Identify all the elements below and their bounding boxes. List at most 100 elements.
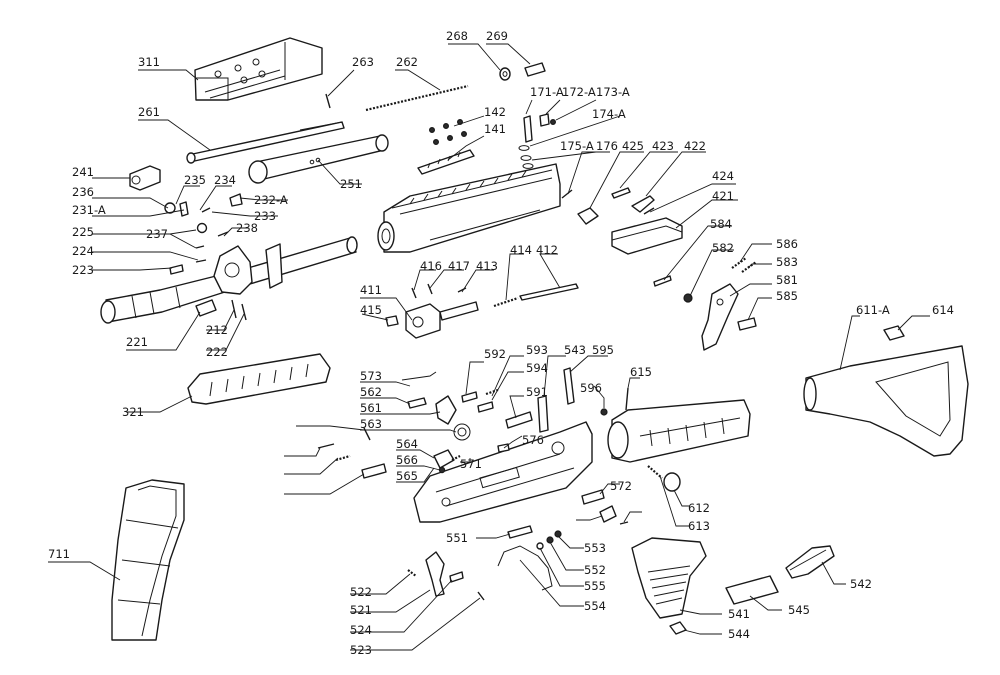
part-543-screw — [537, 395, 549, 433]
callout-581: 581 — [776, 273, 798, 287]
callout-142: 142 — [484, 105, 506, 119]
callout-423: 423 — [652, 139, 674, 153]
callout-223: 223 — [72, 263, 94, 277]
part-584-pin — [653, 275, 672, 287]
callout-261: 261 — [138, 105, 160, 119]
callout-413: 413 — [476, 259, 498, 273]
part-lower-pin-set — [317, 427, 387, 479]
part-268-washer — [499, 67, 511, 81]
part-321-lower-handguard — [187, 353, 331, 405]
callout-263: 263 — [352, 55, 374, 69]
callout-564: 564 — [396, 437, 418, 451]
part-586-583-springs — [731, 257, 757, 273]
callout-541: 541 — [728, 607, 750, 621]
callout-422: 422 — [684, 139, 706, 153]
callout-268: 268 — [446, 29, 468, 43]
part-596-ball — [600, 408, 608, 416]
part-269-plunger — [524, 62, 546, 77]
leader-lines — [48, 43, 930, 651]
callout-176: 176 — [596, 139, 618, 153]
part-174-a-175-a-rings — [518, 145, 534, 169]
callout-171-a: 171-A — [530, 85, 564, 99]
callout-241: 241 — [72, 165, 94, 179]
callout-231-a: 231-A — [72, 203, 106, 217]
callout-561: 561 — [360, 401, 382, 415]
callout-411: 411 — [360, 283, 382, 297]
part-415-416-417-413-small — [385, 283, 467, 327]
part-524-523-pins — [449, 571, 485, 601]
part-411-bolt — [405, 301, 479, 339]
callout-582: 582 — [712, 241, 734, 255]
callout-571-upper: 571 — [460, 457, 482, 471]
callout-551: 551 — [446, 531, 468, 545]
callout-552: 552 — [584, 563, 606, 577]
callout-522: 522 — [350, 585, 372, 599]
part-544-nut — [669, 621, 687, 635]
callout-594-upper: 594 — [526, 361, 548, 375]
callout-572: 572 — [610, 479, 632, 493]
part-573-spring-wire — [401, 371, 437, 381]
callout-238: 238 — [236, 221, 258, 235]
part-221-212-222 — [195, 299, 247, 321]
callout-175-a: 175-A — [560, 139, 594, 153]
callout-425: 425 — [622, 139, 644, 153]
part-592-593-594-591-upper-pins — [461, 388, 533, 429]
callout-414: 414 — [510, 243, 532, 257]
callout-591-upper: 591 — [526, 385, 548, 399]
callout-521: 521 — [350, 603, 372, 617]
part-585-pin — [737, 317, 757, 331]
part-595-pin — [563, 367, 575, 405]
callout-542: 542 — [850, 577, 872, 591]
callout-614: 614 — [932, 303, 954, 317]
callout-221: 221 — [126, 335, 148, 349]
callout-563: 563 — [360, 417, 382, 431]
callout-545: 545 — [788, 603, 810, 617]
callout-311: 311 — [138, 55, 160, 69]
part-263-pin — [325, 93, 331, 109]
callout-417: 417 — [448, 259, 470, 273]
callout-595: 595 — [592, 343, 614, 357]
part-412-firing-pin — [519, 283, 579, 301]
callout-412: 412 — [536, 243, 558, 257]
part-261-operating-rod — [186, 121, 345, 164]
callout-224: 224 — [72, 244, 94, 258]
part-612-613 — [647, 465, 681, 492]
callout-321: 321 — [122, 405, 144, 419]
part-615-pin — [625, 387, 629, 411]
callout-235: 235 — [184, 173, 206, 187]
callout-596: 596 — [580, 381, 602, 395]
callout-615: 615 — [630, 365, 652, 379]
part-414-firing-pin-spring — [493, 296, 519, 308]
callout-555: 555 — [584, 579, 606, 593]
part-421-bolt-carrier — [611, 217, 683, 255]
callout-524: 524 — [350, 623, 372, 637]
part-563-spring — [453, 423, 471, 441]
callout-543: 543 — [564, 343, 586, 357]
part-262-recoil-spring — [365, 84, 469, 112]
part-711-magazine — [111, 479, 185, 641]
part-251-gas-tube — [248, 134, 389, 184]
upper-receiver — [377, 163, 561, 253]
callout-172-a: 172-A — [562, 85, 596, 99]
callout-236: 236 — [72, 185, 94, 199]
part-423-pin — [611, 187, 631, 199]
part-614-sling-mount — [883, 325, 905, 341]
callout-554: 554 — [584, 599, 606, 613]
part-424-spring-pin — [643, 207, 655, 215]
part-551-pin — [507, 525, 533, 539]
callout-573: 573 — [360, 369, 382, 383]
callout-251: 251 — [340, 177, 362, 191]
part-572-571 — [581, 489, 629, 525]
callout-424: 424 — [712, 169, 734, 183]
part-425-latch — [577, 207, 599, 225]
part-554-trigger-guard — [497, 545, 553, 591]
callout-565: 565 — [396, 469, 418, 483]
callout-711: 711 — [48, 547, 70, 561]
callout-553: 553 — [584, 541, 606, 555]
callout-613: 613 — [688, 519, 710, 533]
part-225-224-223-pins — [169, 245, 207, 275]
callout-141: 141 — [484, 122, 506, 136]
part-522-spring — [407, 569, 417, 577]
callout-584: 584 — [710, 217, 732, 231]
